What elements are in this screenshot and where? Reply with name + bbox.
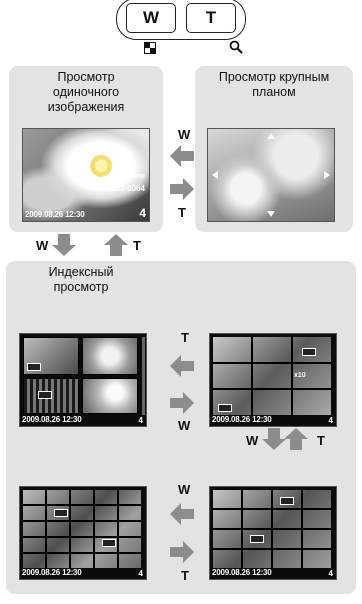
thumb-3	[23, 378, 79, 414]
index-date-time: 2009.08.26 12:30	[212, 568, 272, 577]
file-number: 100-0004	[111, 184, 145, 193]
index-screen-25: 2009.08.26 12:30 4	[19, 486, 147, 580]
lock-icon	[250, 535, 264, 543]
zoom-badge: x10	[294, 372, 306, 379]
date-time: 2009.08.26 12:30	[25, 210, 85, 219]
time-text: 12:30	[252, 415, 272, 424]
grid-icon	[144, 42, 156, 54]
arrow-right-icon	[170, 541, 194, 563]
closeup-view-screen	[207, 128, 335, 222]
arrow-left-icon	[170, 355, 194, 377]
frame-count: 4	[139, 206, 146, 220]
single-title-line-3: изображения	[47, 100, 125, 114]
time-text: 12:30	[62, 415, 82, 424]
zoom-wide-key: W	[126, 3, 176, 33]
label-t-row3: T	[181, 568, 189, 583]
arrow-right-icon	[170, 392, 194, 414]
frame-count: 4	[138, 569, 143, 578]
closeup-title-line-1: Просмотр крупным	[218, 70, 330, 84]
lock-icon	[302, 348, 316, 356]
date-text: 2009.08.26	[22, 568, 61, 577]
index-date-time: 2009.08.26 12:30	[22, 415, 82, 424]
index-date-time: 2009.08.26 12:30	[212, 415, 272, 424]
frame-count: 4	[328, 416, 333, 425]
label-t-row1: T	[181, 330, 189, 345]
arrow-right-icon	[170, 178, 194, 200]
arrow-up-icon	[104, 234, 128, 256]
index-screen-16: 2009.08.26 12:30 4	[209, 486, 337, 580]
lock-icon	[54, 509, 68, 517]
label-w-row3: W	[178, 482, 191, 497]
label-w-to-single: W	[178, 127, 191, 142]
index-screen-9: x10 2009.08.26 12:30 4	[209, 333, 337, 427]
scroll-up-icon	[267, 133, 275, 139]
lock-icon	[102, 539, 116, 547]
label-w-down-2: W	[246, 433, 259, 448]
date-text: 2009.08.26	[25, 210, 64, 219]
index-title-line-2: просмотр	[53, 280, 109, 294]
magnifier-icon	[229, 40, 243, 54]
scroll-right-icon	[324, 171, 330, 179]
label-t-to-closeup: T	[178, 205, 186, 220]
lock-icon	[280, 497, 294, 505]
lock-icon	[38, 391, 52, 399]
label-t-up-2: T	[317, 433, 325, 448]
date-text: 2009.08.26	[212, 415, 251, 424]
flower-photo	[23, 129, 149, 221]
lock-icon	[218, 404, 232, 412]
tele-label: T	[205, 8, 217, 27]
index-screen-4: 2009.08.26 12:30 4	[19, 333, 147, 427]
arrow-down-icon	[52, 234, 76, 256]
date-text: 2009.08.26	[22, 415, 61, 424]
single-view-title: Просмотр одиночного изображения	[9, 70, 163, 115]
time-text: 12:30	[65, 210, 85, 219]
label-w-down: W	[36, 238, 49, 253]
closeup-view-title: Просмотр крупным планом	[195, 70, 353, 100]
arrow-up-icon	[284, 428, 308, 450]
thumb-grid-16	[213, 490, 331, 568]
single-title-line-1: Просмотр	[57, 70, 115, 84]
arrow-left-icon	[170, 503, 194, 525]
index-date-time: 2009.08.26 12:30	[22, 568, 82, 577]
frame-count: 4	[328, 569, 333, 578]
index-title-line-1: Индексный	[48, 265, 114, 279]
wide-label: W	[142, 8, 160, 27]
scroll-down-icon	[267, 211, 275, 217]
single-title-line-2: одиночного	[52, 85, 120, 99]
time-text: 12:30	[62, 568, 82, 577]
thumb-grid-25	[23, 490, 141, 568]
date-text: 2009.08.26	[212, 568, 251, 577]
single-view-screen: None 100-0004 2009.08.26 12:30 4	[22, 128, 150, 222]
thumb-2	[82, 337, 138, 375]
index-view-title: Индексный просмотр	[6, 265, 156, 295]
flash-indicator: None	[127, 173, 146, 180]
label-t-up: T	[133, 238, 141, 253]
index-scrollbar	[142, 337, 145, 415]
arrow-left-icon	[170, 145, 194, 167]
thumb-4	[82, 378, 138, 414]
scroll-left-icon	[212, 171, 218, 179]
lock-icon	[27, 363, 41, 371]
arrow-down-icon	[262, 428, 286, 450]
zoom-tele-key: T	[186, 3, 236, 33]
frame-count: 4	[138, 416, 143, 425]
time-text: 12:30	[252, 568, 272, 577]
thumb-1	[23, 337, 79, 375]
closeup-title-line-2: планом	[252, 85, 296, 99]
label-w-row1: W	[178, 418, 191, 433]
closeup-photo	[208, 129, 334, 221]
